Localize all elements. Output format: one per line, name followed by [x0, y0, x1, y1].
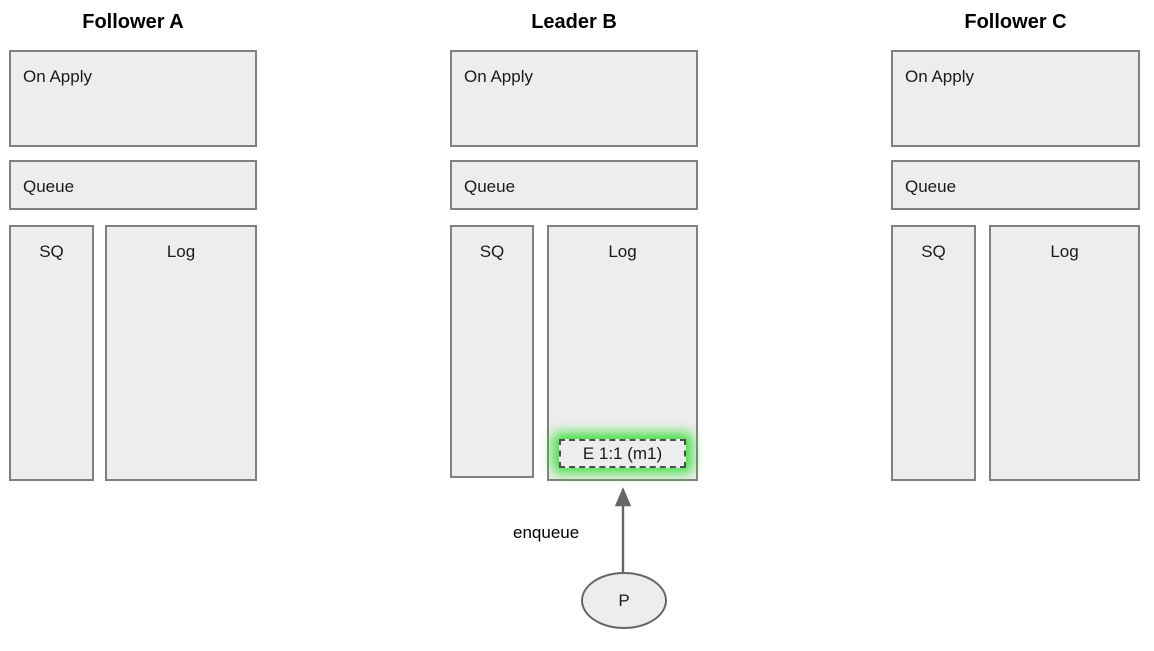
follower-a-queue-box[interactable]: Queue	[9, 160, 257, 210]
follower-a-log-label: Log	[166, 242, 196, 261]
leader-b-sq-label: SQ	[479, 242, 505, 261]
column-title-leader-b: Leader B	[531, 11, 617, 33]
enqueue-edge-label: enqueue	[513, 523, 580, 542]
column-title-follower-c: Follower C	[964, 11, 1067, 33]
follower-c-sq-box[interactable]: SQ	[891, 225, 976, 481]
column-title-follower-a: Follower A	[82, 11, 184, 33]
follower-c-sq-label: SQ	[921, 242, 946, 261]
follower-a-sq-box[interactable]: SQ	[9, 225, 94, 481]
leader-b-log-label: Log	[608, 242, 637, 261]
follower-a-log-box[interactable]: Log	[105, 225, 257, 481]
leader-b-on-apply-label: On Apply	[464, 67, 533, 86]
follower-c-log-box[interactable]: Log	[989, 225, 1140, 481]
follower-a-queue-label: Queue	[23, 177, 75, 196]
client-node-p[interactable]: P	[581, 572, 667, 629]
follower-c-log-label: Log	[1050, 242, 1079, 261]
follower-c-queue-label: Queue	[905, 177, 957, 196]
leader-b-on-apply-box[interactable]: On Apply	[450, 50, 698, 147]
leader-b-log-entry-e1-1-m1[interactable]: E 1:1 (m1)	[559, 439, 686, 468]
follower-a-on-apply-label: On Apply	[23, 67, 92, 86]
follower-c-on-apply-label: On Apply	[905, 67, 974, 86]
follower-a-sq-label: SQ	[39, 242, 64, 261]
follower-c-on-apply-box[interactable]: On Apply	[891, 50, 1140, 147]
leader-b-queue-box[interactable]: Queue	[450, 160, 698, 210]
leader-b-queue-label: Queue	[464, 177, 516, 196]
leader-b-sq-box[interactable]: SQ	[450, 225, 534, 478]
follower-a-on-apply-box[interactable]: On Apply	[9, 50, 257, 147]
follower-c-queue-box[interactable]: Queue	[891, 160, 1140, 210]
